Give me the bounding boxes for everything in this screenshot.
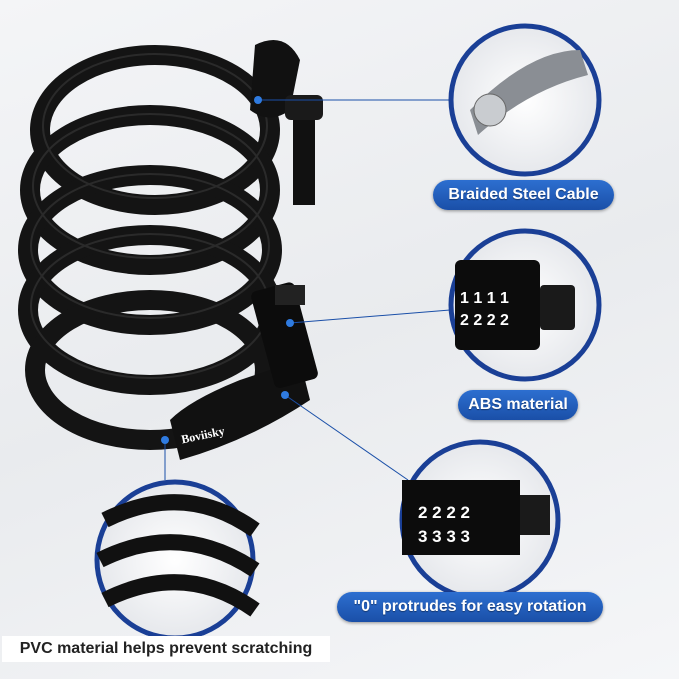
label-braided-steel-cable: Braided Steel Cable	[433, 180, 614, 210]
svg-text:3 3 3 3: 3 3 3 3	[418, 527, 470, 546]
svg-text:2 2 2 2: 2 2 2 2	[460, 312, 509, 329]
lock-plug	[250, 40, 323, 205]
svg-text:2 2 2 2: 2 2 2 2	[418, 503, 470, 522]
rotation-detail: 2 2 2 2 3 3 3 3	[399, 439, 561, 601]
label-abs-material: ABS material	[458, 390, 578, 420]
label-zero-protrudes: "0" protrudes for easy rotation	[337, 592, 603, 622]
pvc-detail	[94, 479, 260, 641]
steel-cable-detail	[448, 23, 602, 177]
combination-lock	[170, 282, 318, 460]
label-pvc-material: PVC material helps prevent scratching	[2, 636, 330, 662]
svg-text:1 1 1 1: 1 1 1 1	[460, 290, 509, 307]
abs-material-detail: 1 1 1 1 2 2 2 2	[448, 228, 602, 382]
